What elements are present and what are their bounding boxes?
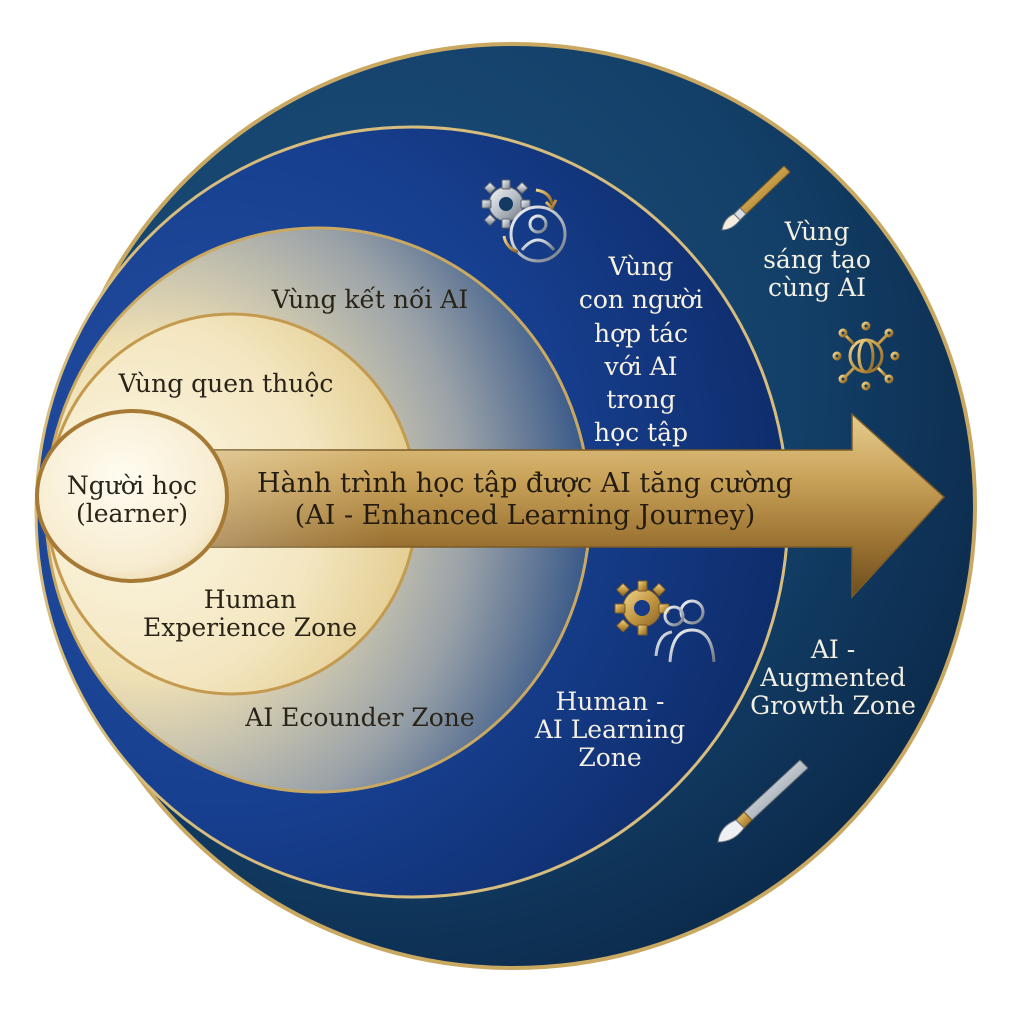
creative-line-3: cùng AI xyxy=(767,273,867,302)
collab-line-6: học tập xyxy=(593,418,689,448)
collab-line-2: con người xyxy=(578,285,704,315)
learner-line-2: (learner) xyxy=(76,499,188,528)
augmented-line-3: Growth Zone xyxy=(750,691,916,720)
augmented-growth-zone-label: AI - Augmented Growth Zone xyxy=(738,636,928,720)
creative-zone-label: Vùng sáng tạo cùng AI xyxy=(752,218,882,302)
globe-network-icon xyxy=(832,321,900,391)
ai-encounter-zone-label: AI Ecounder Zone xyxy=(245,703,475,732)
learning-line-1: Human - xyxy=(555,687,665,716)
creative-line-1: Vùng xyxy=(784,217,850,246)
learning-line-2: AI Learning xyxy=(534,715,686,744)
journey-arrow-label: Hành trình học tập được AI tăng cường (A… xyxy=(220,468,830,532)
journey-arrow-line-1: Hành trình học tập được AI tăng cường xyxy=(257,468,793,499)
learning-line-3: Zone xyxy=(578,743,642,772)
gear-person-cycle-icon xyxy=(481,179,567,263)
paintbrush-icon xyxy=(717,759,809,843)
learner-line-1: Người học xyxy=(66,471,198,500)
human-experience-zone-label: Human Experience Zone xyxy=(130,586,370,642)
journey-arrow xyxy=(149,412,946,599)
human-ai-learning-zone-label: Human - AI Learning Zone xyxy=(520,688,700,772)
journey-arrow-line-2: (AI - Enhanced Learning Journey) xyxy=(294,499,756,531)
collab-line-1: Vùng xyxy=(608,252,674,281)
gear-people-icon xyxy=(614,580,716,663)
human-ai-collab-zone-label: Vùng con người hợp tác với AI trong học … xyxy=(566,250,716,450)
familiar-zone-label: Vùng quen thuộc xyxy=(118,369,334,398)
human-experience-line-1: Human xyxy=(203,585,297,614)
collab-line-3: hợp tác xyxy=(593,318,689,348)
ai-connect-zone-label: Vùng kết nối AI xyxy=(271,285,469,314)
collab-line-5: trong xyxy=(606,385,676,414)
collab-line-4: với AI xyxy=(604,351,678,381)
creative-line-2: sáng tạo xyxy=(763,245,871,274)
augmented-line-1: AI - xyxy=(810,635,856,664)
paintbrush-icon xyxy=(721,165,791,231)
learner-label: Người học (learner) xyxy=(42,472,222,528)
learner-circle xyxy=(35,409,229,583)
augmented-line-2: Augmented xyxy=(760,663,906,692)
human-experience-line-2: Experience Zone xyxy=(142,613,358,642)
